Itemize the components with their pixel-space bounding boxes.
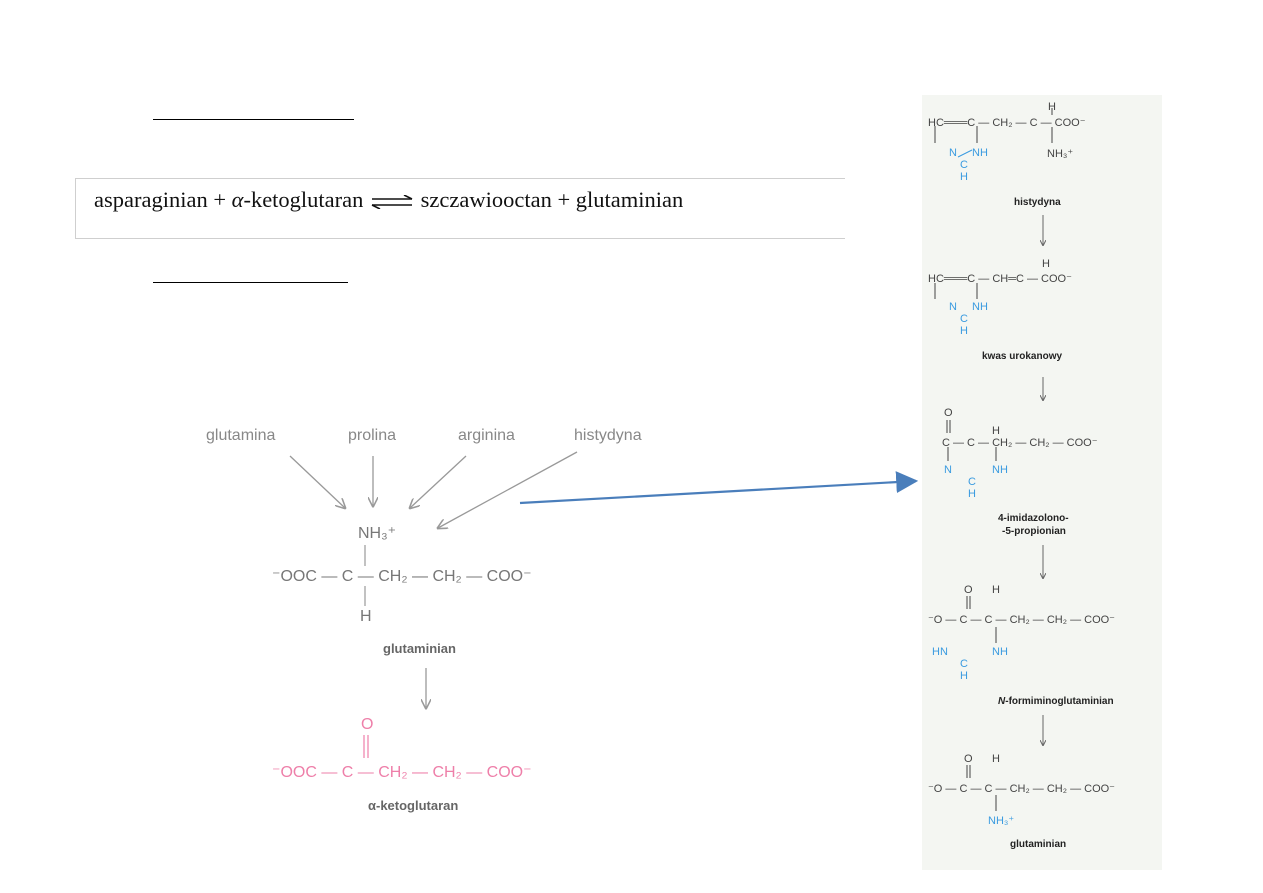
formimino-name-n: N bbox=[998, 696, 1006, 707]
histydyna-h: H bbox=[1048, 101, 1056, 113]
eq-right: szczawiooctan + glutaminian bbox=[415, 187, 684, 212]
equilibrium-arrow-icon bbox=[369, 189, 415, 215]
transamination-equation-box: asparaginian + α-ketoglutaran szczawiooc… bbox=[75, 178, 845, 239]
glutaminian-h: H bbox=[360, 608, 372, 625]
kwas-chain: HC═══C — CH═C — COO⁻ bbox=[928, 273, 1072, 285]
formimino-name-rest: -formiminoglutaminian bbox=[1005, 696, 1114, 707]
heading-underline-2 bbox=[153, 282, 348, 283]
precursor-arginina: arginina bbox=[458, 427, 515, 444]
kwas-ring-c: C bbox=[960, 313, 968, 325]
formimino-o: O bbox=[964, 584, 973, 596]
arrow-glutamina bbox=[289, 455, 345, 508]
ketoglutaran-o: O bbox=[361, 716, 374, 733]
kwas-h: H bbox=[1042, 258, 1050, 270]
formimino-chain: ⁻O — C — C — CH₂ — CH₂ — COO⁻ bbox=[928, 614, 1115, 626]
pathway-bonds bbox=[934, 108, 1053, 811]
histydyna-ring-n: N bbox=[949, 147, 957, 159]
imidazolono-name-1: 4-imidazolono- bbox=[998, 513, 1069, 524]
imidazolono-ring-h: H bbox=[968, 488, 976, 500]
histydyna-name: histydyna bbox=[1014, 197, 1061, 208]
precursor-prolina: prolina bbox=[348, 427, 397, 444]
kwas-ring-h: H bbox=[960, 325, 968, 337]
formimino-ring-nh: NH bbox=[992, 646, 1008, 658]
kwas-name: kwas urokanowy bbox=[982, 351, 1063, 362]
formimino-h: H bbox=[992, 584, 1000, 596]
histydyna-ring-nh: NH bbox=[972, 147, 988, 159]
pathway-glutaminian-nh3: NH₃⁺ bbox=[988, 815, 1015, 827]
histydyna-ring-h: H bbox=[960, 171, 968, 183]
histydyna-ring-c: C bbox=[960, 159, 968, 171]
ketoglutaran-name: α-ketoglutaran bbox=[368, 798, 459, 813]
imidazolono-ring-nh: NH bbox=[992, 464, 1008, 476]
eq-keto: -ketoglutaran bbox=[243, 187, 364, 212]
pathway-glutaminian-chain: ⁻O — C — C — CH₂ — CH₂ — COO⁻ bbox=[928, 783, 1115, 795]
imidazolono-h: H bbox=[992, 425, 1000, 437]
eq-alpha: α bbox=[231, 187, 244, 212]
formimino-ring-c: C bbox=[960, 658, 968, 670]
glutaminian-nh3: NH₃⁺ bbox=[358, 525, 397, 542]
glutaminian-chain: ⁻OOC — C — CH₂ — CH₂ — COO⁻ bbox=[272, 568, 532, 585]
histidine-pathway-panel: H HC═══C — CH₂ — C — COO⁻ N NH NH₃⁺ C H … bbox=[922, 95, 1162, 870]
connector-arrow bbox=[519, 471, 919, 505]
imidazolono-name-2: -5-propionian bbox=[1002, 526, 1066, 537]
transamination-equation: asparaginian + α-ketoglutaran szczawiooc… bbox=[94, 187, 683, 215]
imidazolono-chain: C — C — CH₂ — CH₂ — COO⁻ bbox=[942, 437, 1098, 449]
imidazolono-ring-n: N bbox=[944, 464, 952, 476]
kwas-ring-nh: NH bbox=[972, 301, 988, 313]
glutaminian-name: glutaminian bbox=[383, 641, 456, 656]
precursor-histydyna: histydyna bbox=[574, 427, 642, 444]
precursor-glutamina: glutamina bbox=[206, 427, 276, 444]
pathway-glutaminian-name: glutaminian bbox=[1010, 839, 1067, 850]
pathway-glutaminian-h: H bbox=[992, 753, 1000, 765]
formimino-ring-hn: HN bbox=[932, 646, 948, 658]
ketoglutaran-chain: ⁻OOC — C — CH₂ — CH₂ — COO⁻ bbox=[272, 764, 532, 781]
kwas-ring-n: N bbox=[949, 301, 957, 313]
formimino-ring-h: H bbox=[960, 670, 968, 682]
heading-underline-1 bbox=[153, 119, 354, 120]
pathway-glutaminian-o: O bbox=[964, 753, 973, 765]
arrow-histydyna bbox=[438, 451, 578, 528]
histydyna-chain: HC═══C — CH₂ — C — COO⁻ bbox=[928, 117, 1086, 129]
imidazolono-ring-c: C bbox=[968, 476, 976, 488]
formimino-name: N-formiminoglutaminian bbox=[998, 696, 1114, 707]
eq-left: asparaginian + bbox=[94, 187, 232, 212]
histydyna-nh3: NH₃⁺ bbox=[1047, 148, 1074, 160]
imidazolono-o: O bbox=[944, 407, 953, 419]
arrow-arginina bbox=[410, 455, 467, 508]
